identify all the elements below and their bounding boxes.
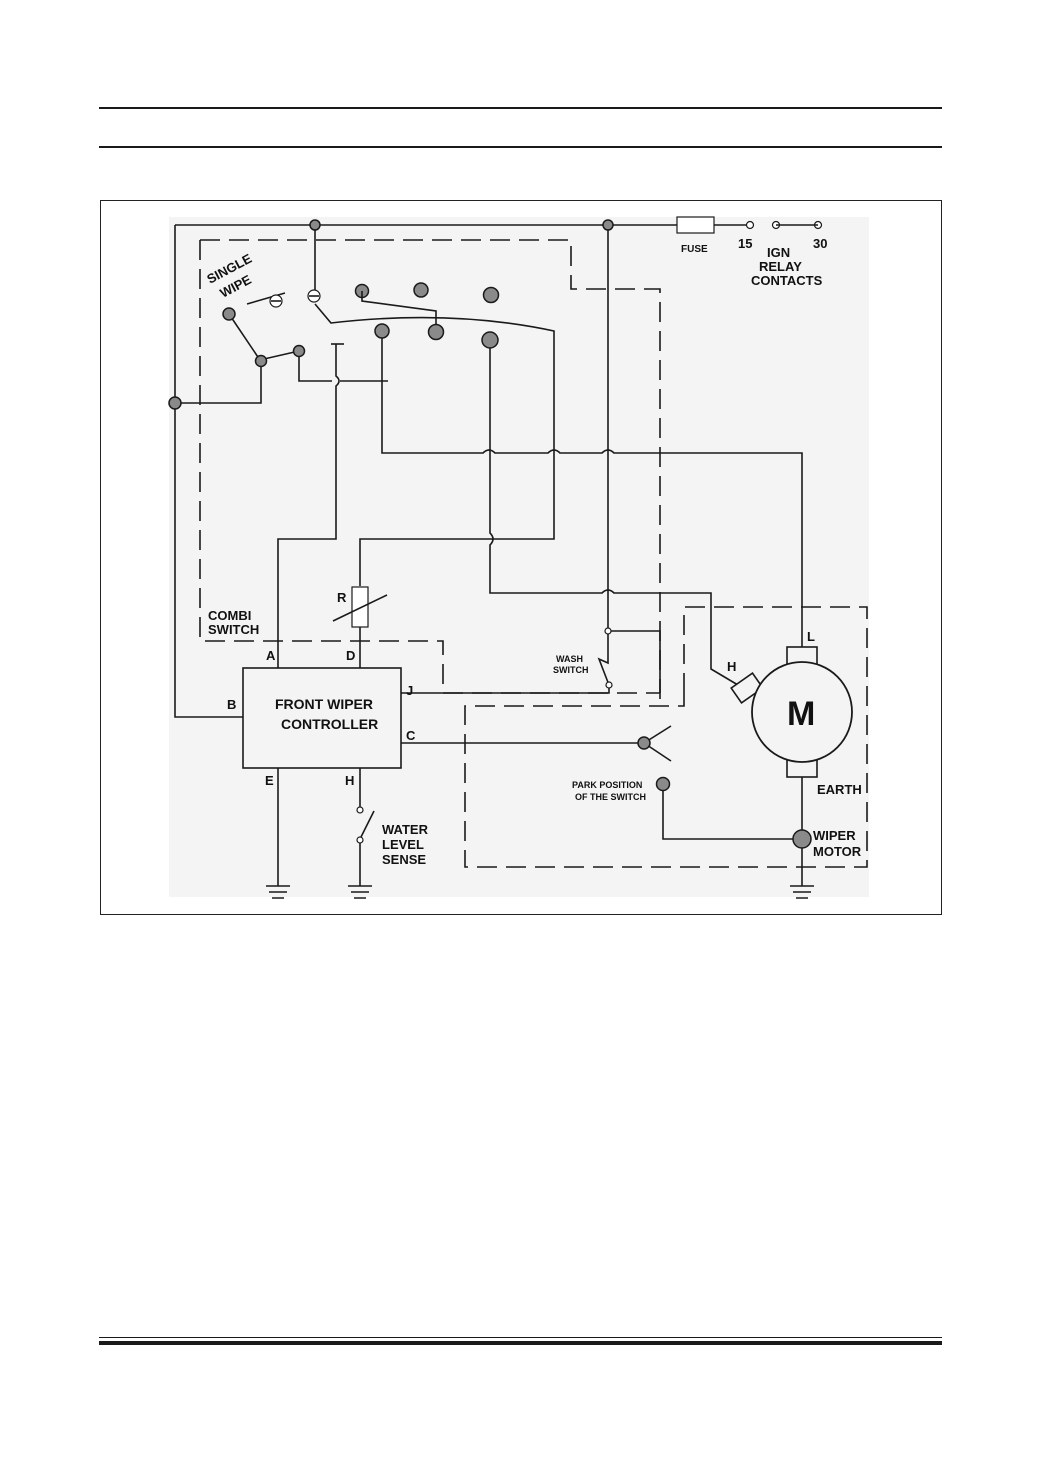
pin-h-label: H [345,773,354,788]
wire-contact-a [277,344,340,668]
wire-low-speed [381,331,803,647]
header-rule-bottom [99,146,942,148]
front-wiper-controller [242,667,402,769]
motor-h-label: H [727,659,736,674]
footer-rule-thin [99,1337,942,1338]
wire-pin-h [359,768,375,886]
junction-node [602,219,614,231]
ign-relay-label-2: RELAY [759,259,802,274]
wash-switch-label-2: SWITCH [553,665,589,675]
wiper-motor-label-2: MOTOR [813,844,862,859]
earth-icon [790,885,814,899]
park-switch-contact [637,736,651,750]
wire-left-bus [174,225,243,718]
switch-contact [292,344,306,358]
motor-symbol: M [787,695,815,733]
pin-d-label: D [346,648,355,663]
resistor-variable-arrow [332,594,388,622]
motor-earth-node [792,829,812,849]
park-position-label-2: OF THE SWITCH [575,792,646,802]
pin-b-label: B [227,697,236,712]
water-switch-contact [356,836,364,844]
wire-wiper-arm [314,225,555,586]
earth-icon [348,885,372,899]
switch-contact [482,286,500,304]
resistor-label: R [337,590,347,605]
water-level-label-2: LEVEL [382,837,424,852]
motor-l-label: L [807,629,815,644]
water-level-label-3: SENSE [382,852,426,867]
wire-single-wipe [175,363,262,404]
ign-relay-label-1: IGN [767,245,790,260]
switch-contact [481,331,499,349]
wire-switch-feed [298,351,388,382]
earth-icon [266,885,290,899]
switch-contact [374,323,390,339]
header-rule-top [99,107,942,109]
switch-contact [413,282,429,298]
pin-j-label: J [406,683,413,698]
ign-relay-label-3: CONTACTS [751,273,823,288]
terminal-30-label: 30 [813,236,827,251]
motor-terminal-h [730,672,764,704]
pin-e-label: E [265,773,274,788]
resistor-icon [351,586,369,628]
park-position-contact [655,776,671,792]
wire-high-speed [489,340,744,689]
switch-contact [427,323,445,341]
controller-label-1: FRONT WIPER [275,696,373,712]
earth-label: EARTH [817,782,862,797]
water-switch-contact [356,806,364,814]
water-level-label-1: WATER [382,822,429,837]
junction-node [168,396,182,410]
combi-switch-label-2: SWITCH [208,622,259,637]
wash-switch-contact [605,681,613,689]
wiper-motor-icon [751,661,853,763]
switch-contact [222,307,236,321]
terminal-15-label: 15 [738,236,752,251]
fuse-label: FUSE [681,244,708,255]
diagram-background [169,217,869,897]
wiper-motor-label-1: WIPER [813,828,856,843]
diagram-frame: SINGLE WIPE FUSE 15 30 IGN RELAY CONTACT… [100,200,942,915]
footer-rule-thick [99,1341,942,1345]
junction-node [309,219,321,231]
terminal-15 [745,220,755,230]
wiper-circuit-diagram: SINGLE WIPE FUSE 15 30 IGN RELAY CONTACT… [168,216,869,899]
park-position-label-1: PARK POSITION [572,780,642,790]
combi-switch-label-1: COMBI [208,608,251,623]
pin-a-label: A [266,648,276,663]
wire-wash-feed [607,225,661,693]
switch-contact [254,354,268,368]
fuse-icon [676,216,715,234]
pin-c-label: C [406,728,416,743]
wash-switch-contact [604,627,612,635]
controller-label-2: CONTROLLER [281,716,378,732]
wire-park-position [662,791,802,840]
switch-contact-link [361,291,437,325]
wiper-motor-enclosure [464,606,868,868]
wash-switch-label-1: WASH [556,654,583,664]
